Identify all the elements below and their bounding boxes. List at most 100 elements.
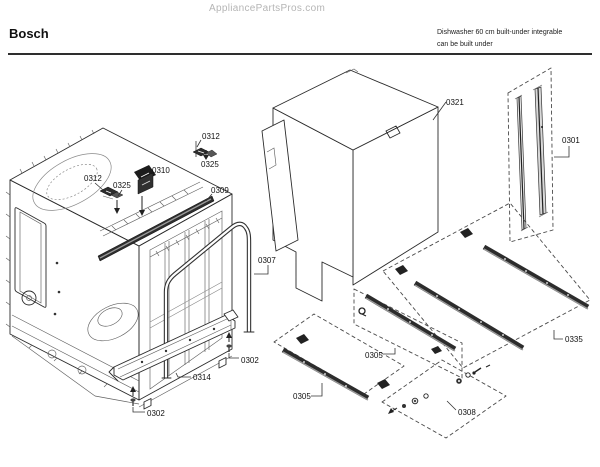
rail-clip	[296, 334, 309, 344]
fastener-washer	[423, 393, 429, 399]
base-frame-lines	[11, 335, 233, 408]
rail-clip	[431, 346, 442, 354]
top-panel-oval-inner	[46, 163, 98, 201]
door-window-frame	[14, 207, 47, 308]
leader-line	[205, 193, 213, 202]
leader-line	[196, 139, 202, 148]
rail-kit-0335	[382, 202, 591, 369]
front-foot-left	[143, 398, 152, 410]
leader-lines	[94, 101, 570, 413]
rear-edge-hatch-ticks	[19, 129, 95, 174]
screw-0302-left	[130, 386, 136, 406]
door-window-inner	[19, 211, 42, 304]
hook-clip	[358, 307, 366, 315]
fastener-screw	[474, 367, 482, 373]
header-divider	[8, 53, 592, 55]
base-panel-0314	[108, 309, 239, 382]
front-flange-band	[149, 217, 223, 258]
rail-kit-0305-middle	[353, 288, 463, 379]
brand-title: Bosch	[9, 26, 49, 41]
part-label-0325-right: 0325	[201, 160, 219, 169]
part-label-0302-left: 0302	[147, 409, 165, 418]
fastener-screw-head	[402, 404, 406, 408]
bottom-edge-hatch-ticks	[28, 344, 108, 388]
kit-boundary-0305-bottom	[273, 313, 405, 395]
part-label-0325-left: 0325	[113, 181, 131, 190]
rail-kit-0305-bottom	[273, 313, 405, 401]
side-strip-kit-0301	[507, 67, 554, 243]
screw-0302-right	[226, 332, 232, 352]
panel-end-bracket	[223, 309, 239, 322]
rail-0335-lower	[413, 280, 525, 351]
model-description-line1: Dishwasher 60 cm built-under integrable	[437, 29, 563, 36]
sump-opening	[87, 302, 139, 342]
part-callouts: 0312 0325 0310 0312 0325 0309 0307 0302 …	[84, 98, 583, 418]
cabinet-front-face	[138, 193, 233, 401]
front-flange-ticks	[155, 217, 220, 257]
door-seal-strip-0309	[97, 195, 215, 262]
sump-opening-inner	[97, 307, 123, 327]
front-foot-right	[218, 357, 227, 369]
kit-boundary-0308	[381, 359, 507, 439]
rail-clip	[395, 265, 408, 275]
tub-gasket-0307	[161, 221, 255, 379]
leader-line	[446, 400, 457, 411]
front-opening-frame	[149, 210, 223, 390]
leader-line	[94, 182, 104, 191]
leader-line	[117, 189, 123, 197]
interior-cross-member	[149, 281, 223, 329]
down-arrow-head	[203, 155, 209, 160]
door-dial-center	[26, 295, 32, 301]
clip-0325-left	[110, 191, 124, 214]
kit-boundary-0301	[507, 67, 554, 243]
model-description: Dishwasher 60 cm built-under integrable …	[437, 27, 562, 50]
door-lower-trim	[11, 314, 140, 393]
door-screw-dots	[53, 261, 61, 316]
up-arrow-head	[226, 332, 232, 338]
down-arrow-head	[114, 208, 120, 214]
rail-clip	[460, 228, 473, 238]
side-strip-left	[514, 94, 529, 232]
mounting-bracket-0312-right	[192, 147, 218, 158]
jacket-side-flap	[261, 119, 299, 252]
part-label-0305-middle: 0305	[365, 351, 383, 360]
part-label-0307: 0307	[258, 256, 276, 265]
rim-hatch-ticks	[111, 189, 189, 231]
base-roller-left	[47, 349, 57, 359]
leader-line	[384, 348, 396, 355]
watermark-text: AppliancePartsPros.com	[209, 3, 326, 14]
left-arrow-head	[388, 408, 394, 414]
leader-line	[132, 407, 145, 413]
part-label-0308: 0308	[458, 408, 476, 417]
part-label-0302-right: 0302	[241, 356, 259, 365]
top-panel-oval	[32, 153, 112, 211]
clip-0325-right	[203, 150, 209, 160]
jacket-edge-notch	[385, 125, 401, 139]
part-label-0309: 0309	[211, 186, 229, 195]
fastener-kit-0308	[381, 359, 507, 439]
part-label-0312-right: 0312	[202, 132, 220, 141]
down-arrow-head	[139, 210, 145, 216]
part-label-0314: 0314	[193, 373, 211, 382]
part-label-0310: 0310	[152, 166, 170, 175]
rail-0335-upper	[482, 244, 590, 310]
part-label-0301: 0301	[562, 136, 580, 145]
leader-line	[175, 372, 191, 378]
leader-line	[311, 383, 323, 397]
part-label-0305-bottom: 0305	[293, 392, 311, 401]
insulation-jacket-0321	[261, 68, 439, 302]
leader-line	[228, 353, 239, 359]
leader-line	[145, 173, 152, 182]
leader-line	[432, 101, 447, 121]
kit-boundary-0305-middle	[353, 288, 463, 379]
rail-clip	[377, 379, 390, 389]
side-strip-right	[532, 84, 549, 218]
leader-line	[554, 146, 570, 158]
bracket-0310	[134, 165, 156, 216]
cabinet-body	[5, 127, 233, 410]
part-label-0312-left: 0312	[84, 174, 102, 183]
leader-line	[254, 265, 269, 275]
base-roller-right	[77, 365, 87, 375]
